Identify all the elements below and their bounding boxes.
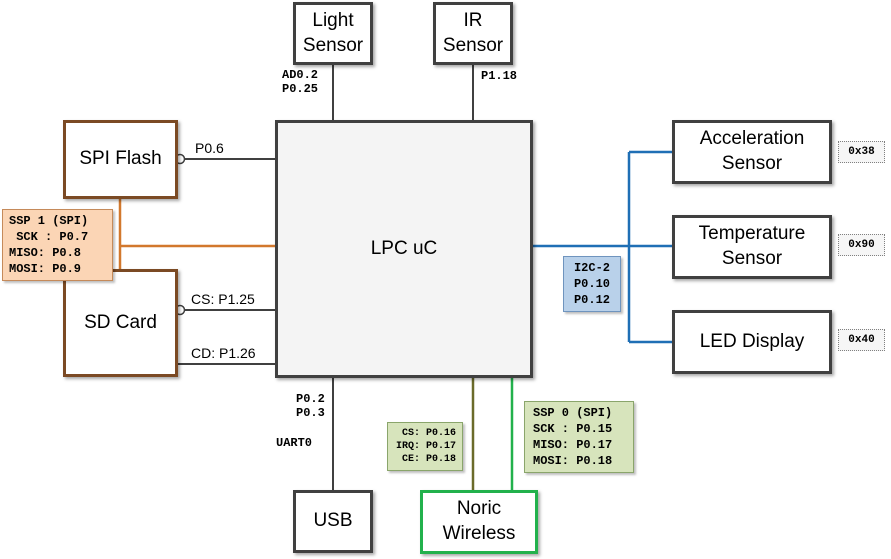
ssp1-spi-note: SSP 1 (SPI) SCK : P0.7 MISO: P0.8 MOSI: … (2, 209, 113, 281)
ssp0-spi-note: SSP 0 (SPI) SCK : P0.15 MISO: P0.17 MOSI… (524, 401, 634, 473)
acceleration-sensor-block: Acceleration Sensor (672, 120, 832, 184)
lpc-uc-block: LPC uC (275, 120, 533, 378)
ir-pin-label: P1.18 (481, 69, 518, 83)
uart-name-label: UART0 (276, 436, 313, 450)
i2c-note: I2C-2 P0.10 P0.12 (563, 256, 621, 312)
led-address: 0x40 (838, 329, 885, 351)
light-sensor-block: Light Sensor (293, 2, 373, 65)
noric-wireless-block: Noric Wireless (420, 490, 538, 554)
temperature-sensor-block: Temperature Sensor (672, 215, 832, 279)
uart-pins-label: P0.2 P0.3 (296, 392, 325, 420)
acceleration-address: 0x38 (838, 141, 885, 163)
ir-sensor-block: IR Sensor (433, 2, 513, 65)
sd-card-block: SD Card (63, 269, 178, 377)
sd-cd-pin-label: CD: P1.26 (191, 345, 256, 361)
temperature-address: 0x90 (838, 234, 885, 256)
light-pins-label: AD0.2 P0.25 (282, 68, 319, 96)
usb-block: USB (293, 490, 373, 553)
led-display-block: LED Display (672, 310, 832, 374)
flash-cs-pin-label: P0.6 (195, 140, 224, 156)
sd-cs-pin-label: CS: P1.25 (191, 291, 255, 307)
wireless-pins-note: CS: P0.16 IRQ: P0.17 CE: P0.18 (387, 422, 463, 471)
spi-flash-block: SPI Flash (63, 120, 178, 199)
